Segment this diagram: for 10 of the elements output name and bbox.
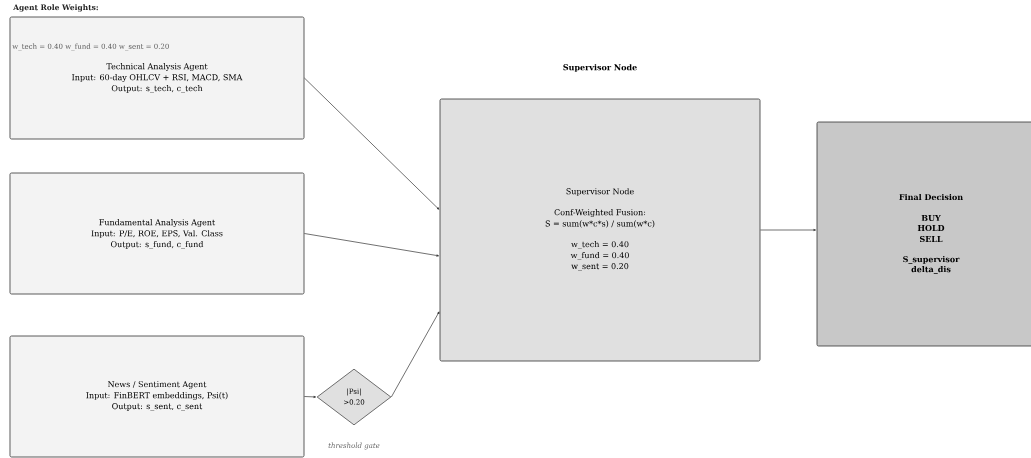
process-box: Final Decision BUY HOLD SELL S_supervisor delta_dis bbox=[816, 121, 1031, 347]
arrow bbox=[304, 77, 440, 210]
process-box: News / Sentiment Agent Input: FinBERT embeddings, Psi(t) Output: s_sent, c_sent bbox=[9, 335, 305, 458]
process-box: Supervisor Node Supervisor Node Conf-Weighted Fusion: S = sum(w*c*s) / sum(w*c) w_tech = 0.40 w_fund = 0.40 w_sent = 0.20 bbox=[439, 64, 761, 362]
arrow bbox=[304, 233, 439, 257]
node-label: Supervisor Node bbox=[563, 64, 637, 72]
process-box: Fundamental Analysis Agent Input: P/E, ROE, EPS, Val. Class Output: s_fund, c_fund bbox=[9, 172, 305, 295]
arrow bbox=[760, 228, 816, 232]
arrow bbox=[304, 395, 317, 398]
arrow bbox=[391, 311, 440, 398]
